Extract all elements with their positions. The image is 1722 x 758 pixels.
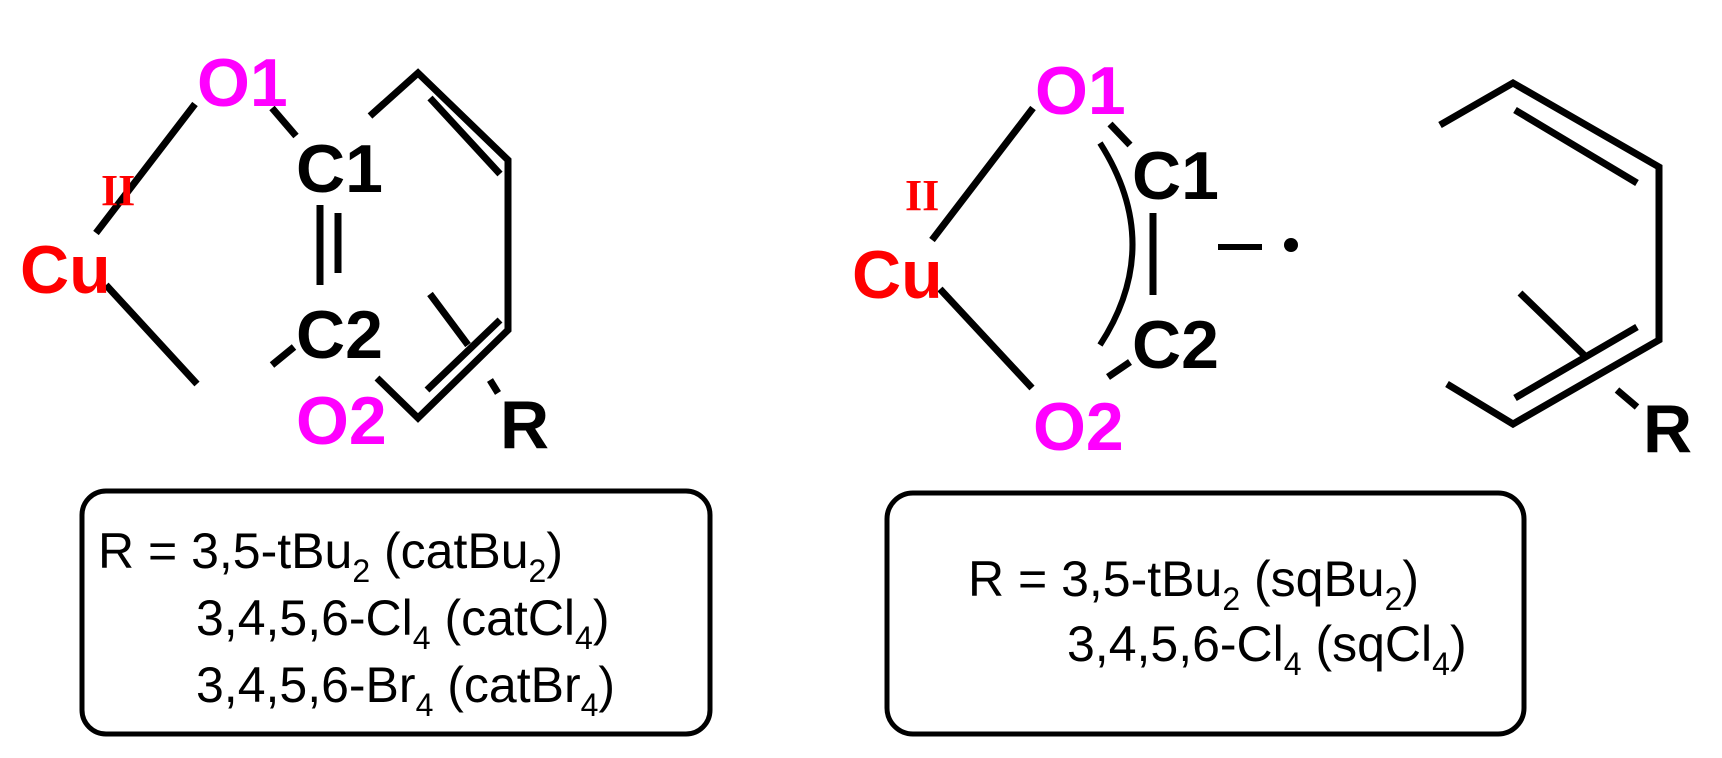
oxygen-2-label: O2 [1033,389,1124,465]
right-legend-box: R = 3,5-tBu2 (sqBu2) 3,4,5,6-Cl4 (sqCl4) [884,490,1527,737]
delocalization-arc [1097,141,1136,347]
oxygen-1-label: O1 [197,45,288,121]
left-legend-row-2: 3,4,5,6-Cl4 (catCl4) [196,590,610,656]
oxidation-state-label: II [101,166,135,215]
carbon-2-label: C2 [296,297,383,373]
left-legend-border [79,488,713,737]
ring-double-bond-top [1513,106,1639,187]
bond-o2-c2 [1106,359,1132,380]
substituent-bond-marker [1517,290,1587,358]
right-legend-border [884,490,1527,737]
left-bonds [93,68,512,423]
ring-double-bond-bottom [1513,323,1639,402]
oxidation-state-label: II [905,171,939,220]
substituent-r-label: R [500,387,549,463]
carbon-1-label: C1 [296,131,383,207]
bond-ring-r [487,378,501,395]
left-legend-row-1: R = 3,5-tBu2 (catBu2) [98,523,563,589]
right-legend-row-1: R = 3,5-tBu2 (sqBu2) [968,551,1419,617]
copper-atom-label: Cu [852,237,943,313]
right-legend-row-2: 3,4,5,6-Cl4 (sqCl4) [1067,616,1467,682]
oxygen-1-label: O1 [1035,53,1126,129]
bond-o1-c1 [1107,121,1133,148]
bond-ring-r [1614,387,1640,410]
left-legend-box: R = 3,5-tBu2 (catBu2) 3,4,5,6-Cl4 (catCl… [79,488,713,737]
copper-atom-label: Cu [20,232,111,308]
left-legend-row-3: 3,4,5,6-Br4 (catBr4) [196,657,615,723]
benzene-ring-outer [1438,78,1663,429]
right-bonds [929,78,1663,429]
radical-dot-icon [1284,238,1298,252]
ring-double-bond-bottom [424,317,503,393]
bond-cu-o1 [929,105,1036,243]
right-structure: II Cu O1 C1 C2 O2 R [852,53,1692,467]
carbon-1-label: C1 [1132,138,1219,214]
bond-o1-c1 [269,105,299,139]
substituent-bond-marker [427,291,471,348]
oxygen-2-label: O2 [296,383,387,459]
bond-cu-o1 [93,101,198,236]
bond-cu-o2 [103,282,200,387]
bond-cu-o2 [937,286,1035,391]
substituent-r-label: R [1643,391,1692,467]
left-structure: II Cu O1 C1 C2 O2 R [20,45,549,463]
carbon-2-label: C2 [1132,307,1219,383]
ring-double-bond-top [427,95,503,177]
benzene-ring-outer [367,68,512,423]
bond-o2-c2 [269,344,297,368]
